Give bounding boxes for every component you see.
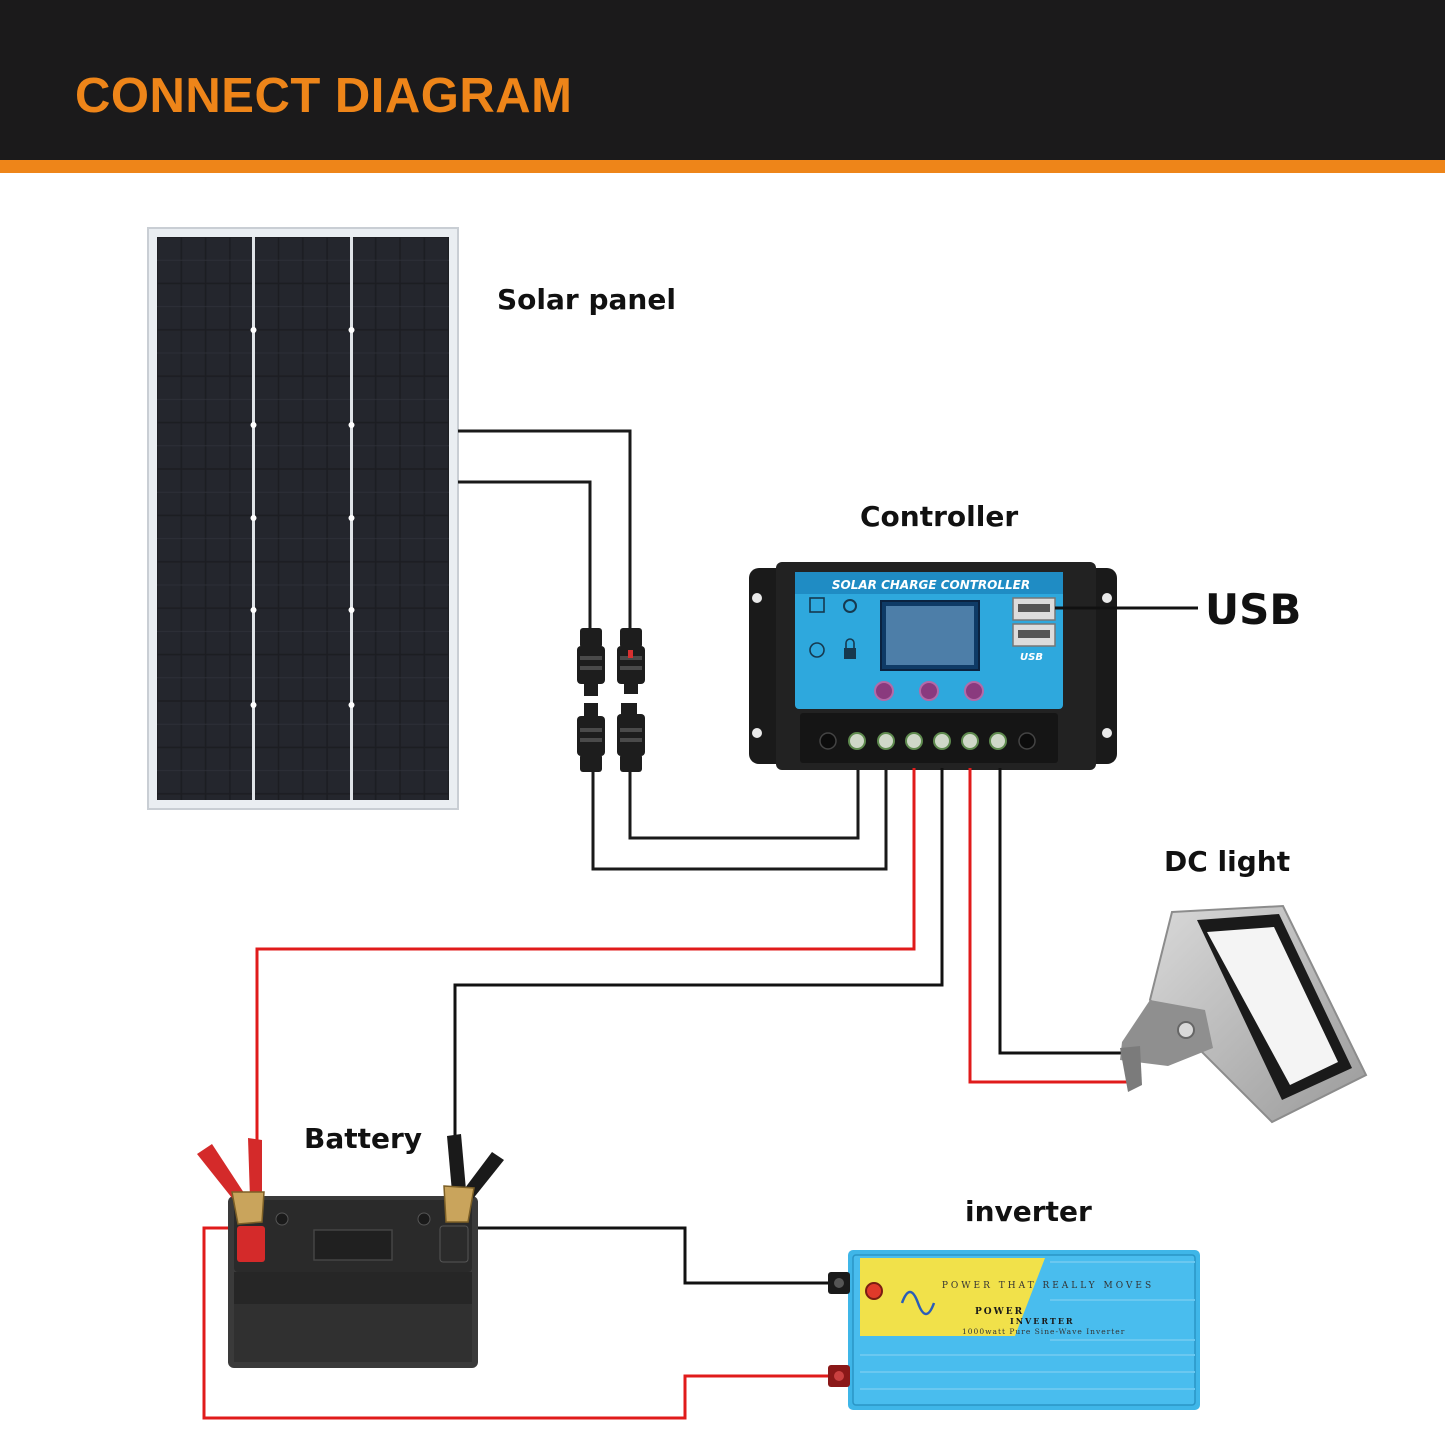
- inverter-slogan-text: POWER THAT REALLY MOVES: [942, 1281, 1154, 1291]
- label-inverter: inverter: [965, 1195, 1092, 1228]
- label-controller: Controller: [860, 500, 1019, 533]
- label-battery: Battery: [304, 1122, 423, 1155]
- inverter-model-text: INVERTER: [1010, 1316, 1075, 1326]
- controller-buttons: [874, 681, 984, 701]
- header-bar: [0, 0, 1445, 160]
- battery: [228, 1196, 478, 1368]
- dc-floodlight: [1120, 904, 1368, 1124]
- page-title: CONNECT DIAGRAM: [75, 69, 573, 123]
- controller-status-icons: [809, 597, 857, 659]
- inverter-desc-text: 1000watt Pure Sine-Wave Inverter: [962, 1327, 1125, 1336]
- label-dc-light: DC light: [1164, 845, 1291, 878]
- controller-banner-text: SOLAR CHARGE CONTROLLER: [832, 578, 1030, 592]
- red-clamp: [197, 1138, 265, 1225]
- label-solar-panel: Solar panel: [497, 283, 676, 316]
- power-inverter: POWER THAT REALLY MOVES POWER INVERTER 1…: [828, 1250, 1200, 1410]
- mc4-connectors: [577, 628, 645, 772]
- usb-mark-text: USB: [1020, 652, 1043, 663]
- label-usb: USB: [1205, 585, 1302, 634]
- header-accent-stripe: [0, 160, 1445, 173]
- inverter-brand-text: POWER: [975, 1307, 1024, 1317]
- black-clamp: [443, 1134, 504, 1223]
- panel-wires: [458, 429, 888, 871]
- solar-panel: [147, 227, 459, 810]
- usb-ports: USB: [1012, 597, 1056, 663]
- load-battery-wires: [202, 768, 1130, 1420]
- terminal-screws: [819, 732, 1036, 750]
- charge-controller: SOLAR CHARGE CONTROLLER USB: [749, 562, 1117, 770]
